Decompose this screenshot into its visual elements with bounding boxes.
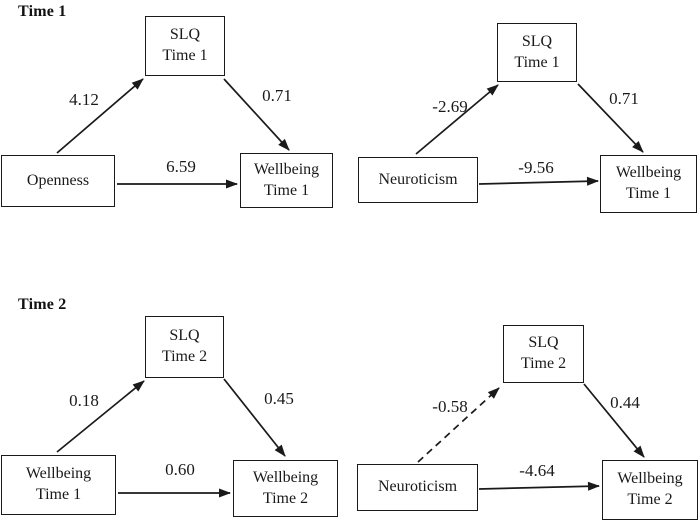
box-neuroticism-time2: Neuroticism: [357, 464, 478, 511]
arrow-b-slq-t2-to-wellbeing-t2-right: [583, 383, 645, 458]
coef-a-openness-slq: 4.12: [69, 90, 99, 109]
arrow-b-slq-t2-to-wellbeing-t2-left: [223, 378, 286, 457]
arrow-c-neuroticism-to-wellbeing-t2: [478, 481, 600, 491]
coef-c-neuroticism-wellbeing-t1: -9.56: [518, 158, 554, 177]
coef-b-slq-wellbeing-t1-l: 0.71: [262, 86, 292, 105]
coef-b-slq-wellbeing-t1-r: 0.71: [609, 89, 639, 108]
box-neuroticism-time1: Neuroticism: [358, 157, 478, 203]
section-header-time2: Time 2: [18, 296, 67, 313]
box-wellbeing-time1-left: Wellbeing Time 1: [240, 153, 333, 208]
arrow-a-neuroticism-to-slq-t2-dashed: [417, 387, 500, 463]
box-wellbeing-time2-left: Wellbeing Time 2: [233, 460, 338, 517]
section-header-time1: Time 1: [18, 3, 67, 20]
box-wellbeing-time1-predictor: Wellbeing Time 1: [1, 455, 116, 515]
arrow-c-neuroticism-to-wellbeing-t1: [478, 176, 599, 186]
box-slq-time2-left: SLQ Time 2: [145, 316, 224, 378]
box-slq-time2-right: SLQ Time 2: [503, 325, 584, 383]
coef-c-neuroticism-wellbeing-t2: -4.64: [519, 461, 555, 480]
coef-a-wellbeing-slq-t2: 0.18: [69, 391, 99, 410]
coef-a-neuroticism-slq-t2: -0.58: [432, 397, 468, 416]
coef-c-openness-wellbeing: 6.59: [166, 157, 196, 176]
arrow-a-neuroticism-to-slq-t1: [415, 84, 499, 155]
box-slq-time1-right: SLQ Time 1: [497, 23, 577, 82]
arrow-a-wellbeing-t1-to-slq-t2: [56, 380, 145, 453]
arrow-b-slq-t1-to-wellbeing-t1-right: [577, 83, 644, 153]
arrow-b-slq-t1-to-wellbeing-t1-left: [223, 78, 290, 151]
coef-b-slq-wellbeing-t2-r: 0.44: [610, 393, 640, 412]
box-slq-time1-left: SLQ Time 1: [145, 16, 225, 76]
box-wellbeing-time1-right: Wellbeing Time 1: [600, 155, 697, 213]
box-openness: Openness: [1, 155, 115, 207]
coef-c-wellbeing-wellbeing-t2: 0.60: [165, 460, 195, 479]
coef-b-slq-wellbeing-t2-l: 0.45: [264, 389, 294, 408]
box-wellbeing-time2-right: Wellbeing Time 2: [602, 460, 698, 520]
coef-a-neuroticism-slq-t1: -2.69: [432, 97, 468, 116]
arrow-a-openness-to-slq-t1: [56, 78, 144, 154]
